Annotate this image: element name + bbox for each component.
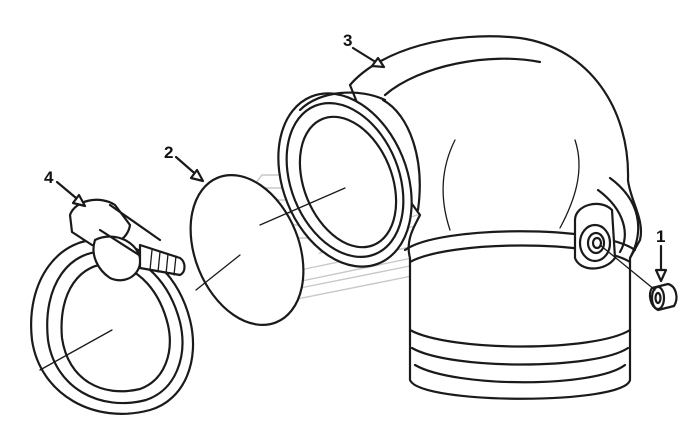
callout-3: 3 [343, 31, 352, 50]
v-band-clamp [30, 198, 195, 415]
callout-1: 1 [656, 227, 665, 246]
plug-fitting [648, 282, 678, 312]
callout-2: 2 [164, 143, 173, 162]
gasket-disc [189, 174, 305, 326]
elbow-pipe [277, 35, 643, 400]
center-lines [39, 187, 656, 371]
callout-4: 4 [44, 168, 54, 187]
callout-arrows [55, 46, 668, 283]
